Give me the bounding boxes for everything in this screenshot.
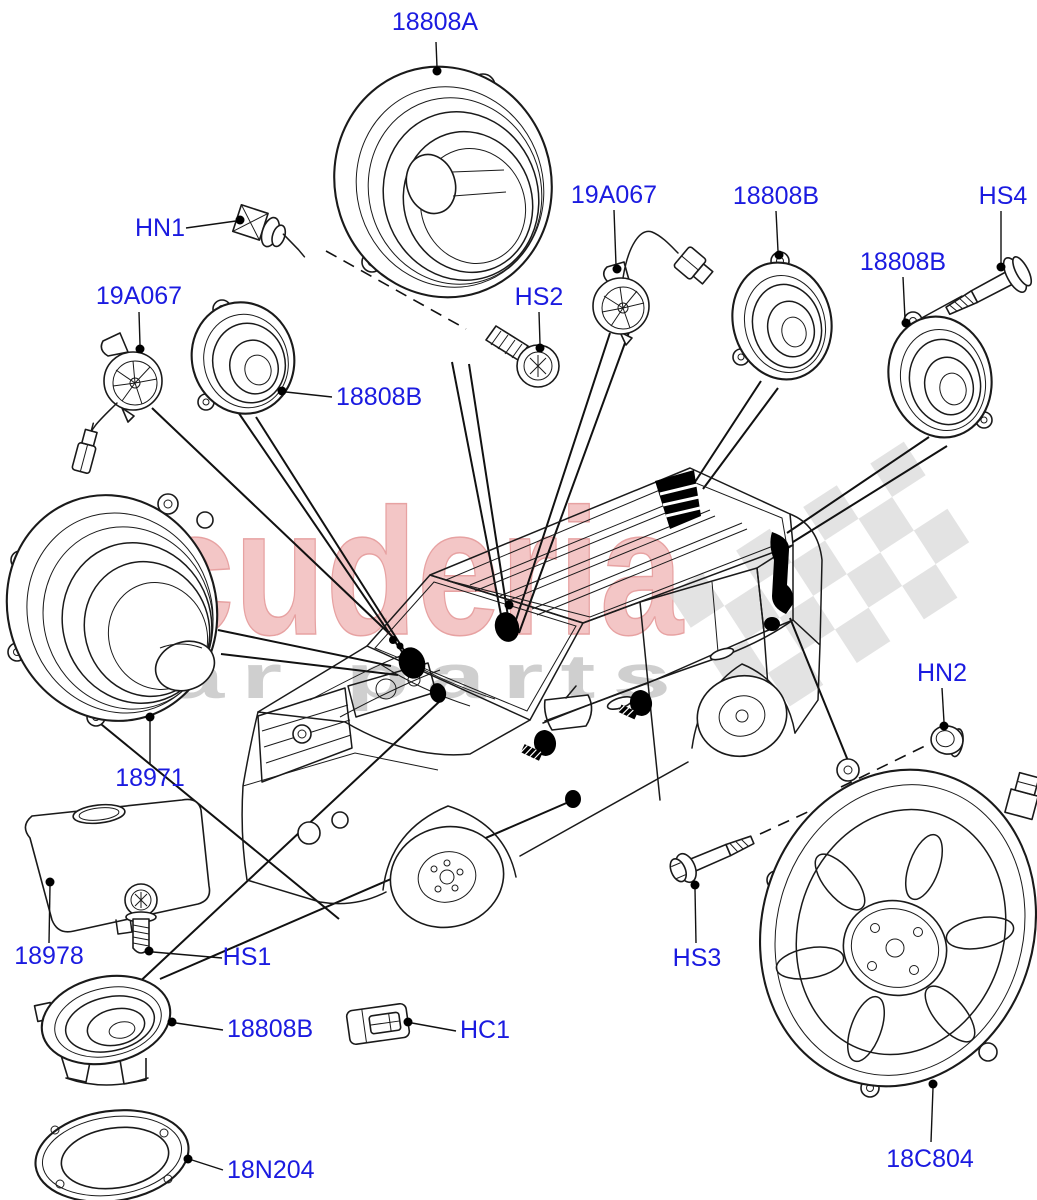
- spacer-ring-18n204: [34, 1109, 190, 1200]
- pointer-lines: [95, 250, 948, 989]
- part-label-18978[interactable]: 18978: [14, 942, 84, 970]
- screw-axis-hn2: [840, 744, 928, 788]
- speaker-18808b-topright: [731, 251, 833, 381]
- speaker-cover-18978: [24, 798, 211, 935]
- subwoofer-18c804: [758, 758, 1037, 1098]
- label-leaders: [45, 41, 1006, 1171]
- part-label-hc1[interactable]: HC1: [460, 1016, 510, 1044]
- part-label-18808b-midleft[interactable]: 18808B: [336, 383, 422, 411]
- clip-hc1: [345, 1002, 411, 1046]
- clip-nut-hn1: [231, 203, 306, 258]
- part-label-18808b-topright[interactable]: 18808B: [733, 182, 819, 210]
- part-label-18971[interactable]: 18971: [115, 764, 185, 792]
- screw-axis-hs2: [325, 250, 467, 330]
- part-label-18808a[interactable]: 18808A: [392, 8, 479, 36]
- part-label-18808b-right[interactable]: 18808B: [860, 248, 946, 276]
- vehicle-outline: [241, 467, 823, 929]
- speaker-18808b-midleft: [190, 299, 296, 415]
- part-label-hs2[interactable]: HS2: [515, 283, 564, 311]
- part-label-18n204[interactable]: 18N204: [227, 1156, 315, 1184]
- tweeter-19a067-left: [71, 332, 163, 474]
- part-label-hn2[interactable]: HN2: [917, 659, 967, 687]
- speaker-18808b-right: [887, 311, 993, 439]
- part-label-18808b-bottom[interactable]: 18808B: [227, 1015, 313, 1043]
- part-label-19a067-center[interactable]: 19A067: [571, 181, 657, 209]
- nut-hn2: [930, 725, 964, 758]
- bolt-hs4: [917, 256, 1033, 321]
- speaker-18808b-bottom: [33, 974, 172, 1086]
- speaker-18808a: [333, 65, 553, 299]
- screw-hs2: [485, 325, 560, 388]
- part-label-hs4[interactable]: HS4: [979, 182, 1028, 210]
- speaker-18971: [5, 493, 219, 727]
- screw-hs1: [124, 883, 158, 954]
- part-label-hn1[interactable]: HN1: [135, 214, 185, 242]
- part-labels: 18808A HN1 19A067 18808B HS2 19A067 1880…: [14, 8, 1027, 1184]
- part-label-19a067-left[interactable]: 19A067: [96, 282, 182, 310]
- part-label-hs3[interactable]: HS3: [673, 944, 722, 972]
- part-label-18c804[interactable]: 18C804: [886, 1145, 974, 1173]
- screw-axis-hs3: [759, 809, 813, 835]
- tweeter-19a067-center: [592, 230, 714, 346]
- bolt-hs3: [669, 835, 755, 884]
- part-label-hs1[interactable]: HS1: [223, 943, 272, 971]
- subwoofer-vents: [775, 833, 1015, 1063]
